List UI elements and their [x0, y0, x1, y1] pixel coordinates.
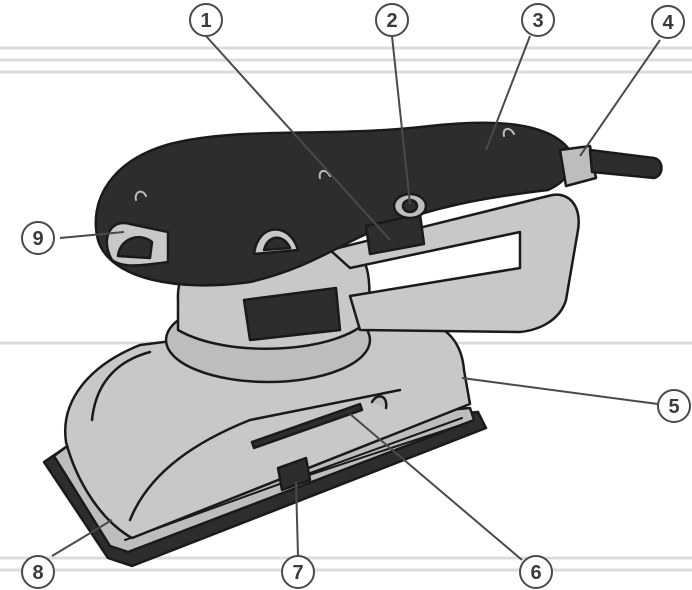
callout-9: 9	[21, 221, 55, 255]
callout-2: 2	[375, 3, 409, 37]
front-hood	[90, 350, 402, 522]
vent-bump	[370, 395, 388, 410]
vent-slot	[250, 402, 364, 450]
power-cord	[588, 148, 663, 180]
column-window	[242, 286, 342, 342]
callout-circle	[375, 3, 409, 37]
callout-number: 1	[200, 10, 211, 32]
callouts: 1 2 3 4 5 6 7 8	[21, 3, 691, 589]
callout-circle	[657, 389, 691, 423]
callout-number: 6	[530, 562, 541, 584]
callout-number: 8	[32, 562, 43, 584]
leader-line-5	[461, 377, 659, 405]
grip-arch-inner	[262, 236, 292, 252]
leader-line-6	[349, 413, 523, 561]
callout-3: 3	[521, 3, 555, 37]
rear-bracket	[328, 193, 580, 334]
grip-arch-left	[116, 236, 154, 260]
callout-8: 8	[21, 555, 55, 589]
callout-7: 7	[281, 555, 315, 589]
callout-circle	[21, 555, 55, 589]
callout-circle	[21, 221, 55, 255]
clamp-lever	[276, 456, 312, 492]
leader-lines	[51, 35, 661, 561]
lower-housing	[63, 320, 472, 540]
callout-number: 2	[386, 10, 397, 32]
callout-number: 7	[292, 562, 303, 584]
callout-circle	[521, 3, 555, 37]
handle-vent	[134, 128, 515, 201]
leader-line-9	[59, 231, 125, 239]
leader-line-1	[205, 35, 391, 241]
leader-line-4	[579, 39, 661, 157]
leader-line-2	[391, 35, 411, 205]
callout-circle	[189, 3, 223, 37]
callout-5: 5	[657, 389, 691, 423]
power-switch	[364, 212, 426, 256]
callout-number: 5	[668, 396, 679, 418]
leader-line-3	[485, 35, 531, 151]
callout-number: 9	[32, 228, 43, 250]
callout-1: 1	[189, 3, 223, 37]
callout-number: 4	[662, 12, 674, 34]
callout-number: 3	[532, 10, 543, 32]
callout-circle	[519, 555, 553, 589]
callout-circle	[651, 5, 685, 39]
callout-6: 6	[519, 555, 553, 589]
callout-4: 4	[651, 5, 685, 39]
leader-line-8	[51, 519, 113, 557]
sander-tool	[42, 121, 663, 568]
cord-guard	[558, 144, 598, 188]
leader-line-7	[295, 481, 299, 557]
callout-circle	[281, 555, 315, 589]
